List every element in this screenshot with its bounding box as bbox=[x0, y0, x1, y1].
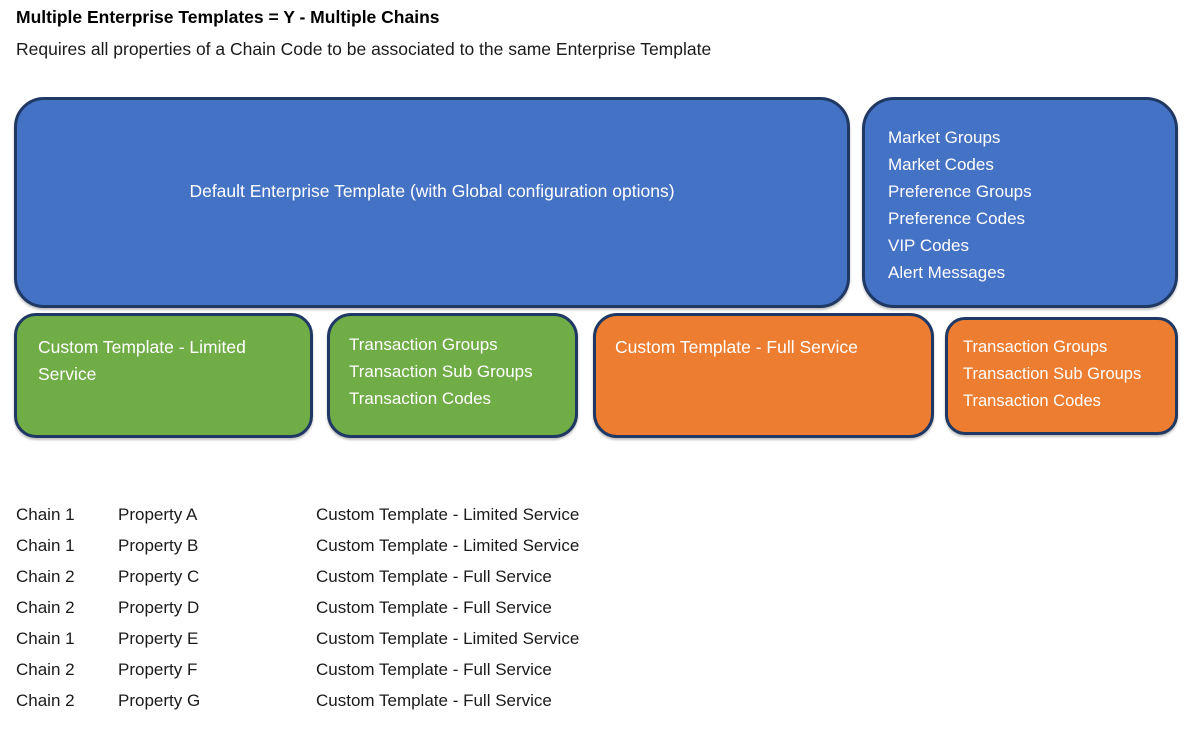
table-row: Chain 1 Property E Custom Template - Lim… bbox=[16, 623, 579, 654]
option-item: Market Codes bbox=[888, 155, 994, 174]
table-row: Chain 2 Property D Custom Template - Ful… bbox=[16, 592, 579, 623]
table-row: Chain 2 Property G Custom Template - Ful… bbox=[16, 685, 579, 716]
chain-cell: Chain 1 bbox=[16, 629, 75, 648]
property-cell: Property D bbox=[118, 598, 200, 617]
property-cell: Property E bbox=[118, 629, 199, 648]
page-subtitle: Requires all properties of a Chain Code … bbox=[16, 39, 712, 59]
property-cell: Property C bbox=[118, 567, 200, 586]
table-row: Chain 2 Property C Custom Template - Ful… bbox=[16, 561, 579, 592]
transaction-item: Transaction Groups bbox=[963, 338, 1108, 356]
transaction-item: Transaction Codes bbox=[963, 392, 1101, 410]
template-cell: Custom Template - Full Service bbox=[316, 691, 552, 710]
transaction-item: Transaction Groups bbox=[349, 335, 498, 354]
custom-template-limited-service-label: Custom Template - Limited Service bbox=[38, 337, 246, 384]
full-service-transactions-box: Transaction Groups Transaction Sub Group… bbox=[945, 317, 1178, 435]
table-row: Chain 1 Property A Custom Template - Lim… bbox=[16, 499, 579, 530]
option-item: Alert Messages bbox=[888, 263, 1006, 282]
chain-cell: Chain 1 bbox=[16, 536, 75, 555]
custom-template-full-service-box: Custom Template - Full Service bbox=[593, 313, 934, 438]
chain-cell: Chain 2 bbox=[16, 598, 75, 617]
template-cell: Custom Template - Limited Service bbox=[316, 629, 580, 648]
option-item: Preference Codes bbox=[888, 209, 1026, 228]
default-enterprise-template-label: Default Enterprise Template (with Global… bbox=[189, 181, 675, 201]
option-item: Market Groups bbox=[888, 128, 1001, 147]
template-cell: Custom Template - Full Service bbox=[316, 567, 552, 586]
property-cell: Property A bbox=[118, 505, 198, 524]
table-row: Chain 1 Property B Custom Template - Lim… bbox=[16, 530, 579, 561]
custom-template-limited-service-box: Custom Template - Limited Service bbox=[14, 313, 313, 438]
property-cell: Property G bbox=[118, 691, 201, 710]
chain-cell: Chain 2 bbox=[16, 691, 75, 710]
property-cell: Property F bbox=[118, 660, 198, 679]
table-row: Chain 2 Property F Custom Template - Ful… bbox=[16, 654, 579, 685]
transaction-item: Transaction Sub Groups bbox=[349, 362, 533, 381]
template-cell: Custom Template - Full Service bbox=[316, 660, 552, 679]
default-enterprise-template-box: Default Enterprise Template (with Global… bbox=[14, 97, 850, 308]
template-cell: Custom Template - Limited Service bbox=[316, 536, 580, 555]
default-template-options-box: Market Groups Market Codes Preference Gr… bbox=[862, 97, 1178, 308]
transaction-item: Transaction Codes bbox=[349, 389, 492, 408]
property-cell: Property B bbox=[118, 536, 199, 555]
custom-template-full-service-label: Custom Template - Full Service bbox=[615, 337, 858, 357]
chain-assignment-table: Chain 1 Property A Custom Template - Lim… bbox=[16, 499, 579, 716]
template-cell: Custom Template - Limited Service bbox=[316, 505, 580, 524]
page-title: Multiple Enterprise Templates = Y - Mult… bbox=[16, 7, 440, 27]
transaction-item: Transaction Sub Groups bbox=[963, 365, 1142, 383]
option-item: VIP Codes bbox=[888, 236, 969, 255]
option-item: Preference Groups bbox=[888, 182, 1032, 201]
template-cell: Custom Template - Full Service bbox=[316, 598, 552, 617]
chain-cell: Chain 1 bbox=[16, 505, 75, 524]
chain-cell: Chain 2 bbox=[16, 567, 75, 586]
limited-service-transactions-box: Transaction Groups Transaction Sub Group… bbox=[327, 313, 578, 438]
chain-cell: Chain 2 bbox=[16, 660, 75, 679]
